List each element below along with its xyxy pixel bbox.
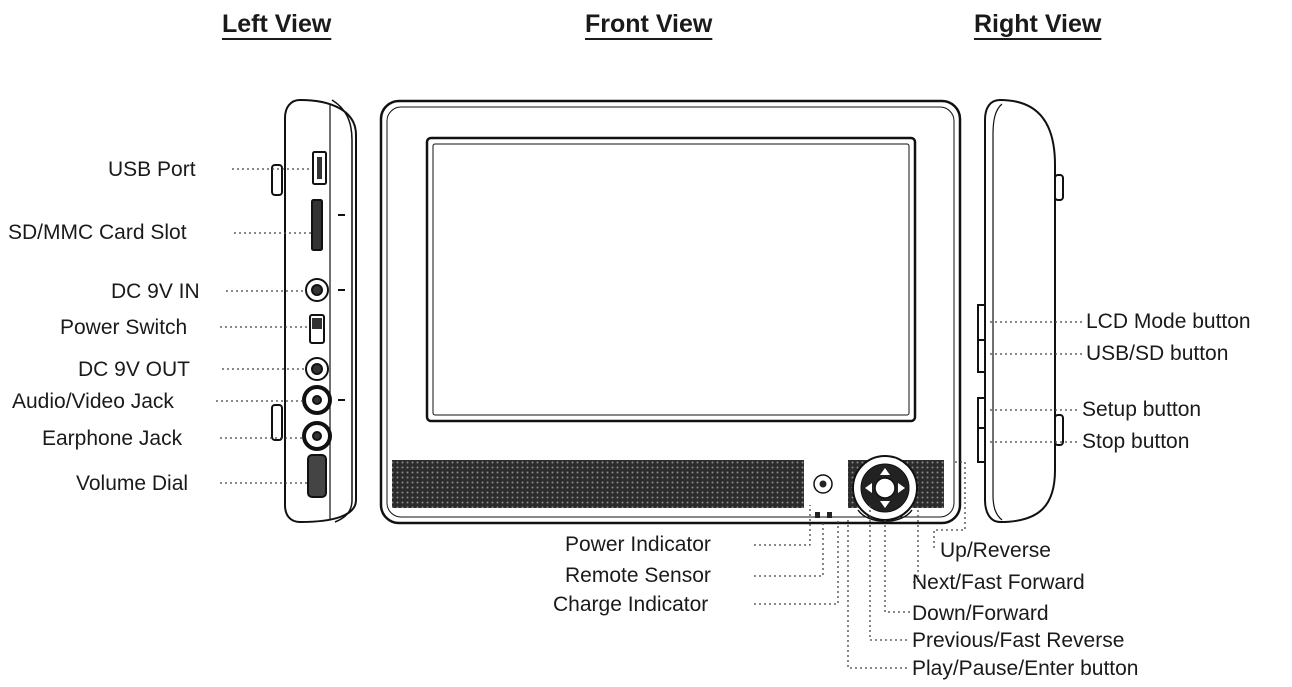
label-next-fast-forward: Next/Fast Forward <box>912 571 1085 594</box>
label-sd-mmc-card-slot: SD/MMC Card Slot <box>8 221 187 244</box>
label-down-forward: Down/Forward <box>912 602 1049 625</box>
label-power-indicator: Power Indicator <box>565 533 711 556</box>
front-view-title: Front View <box>585 10 713 38</box>
label-power-switch: Power Switch <box>60 316 188 339</box>
right-view-title: Right View <box>974 10 1102 38</box>
label-previous-fast-reverse: Previous/Fast Reverse <box>912 629 1125 652</box>
label-up-reverse: Up/Reverse <box>940 539 1051 562</box>
label-remote-sensor: Remote Sensor <box>565 564 711 587</box>
left-view-title: Left View <box>222 10 332 38</box>
label-usb-port: USB Port <box>108 158 196 181</box>
label-play-pause-enter-button: Play/Pause/Enter button <box>912 657 1139 680</box>
left-side-view <box>271 98 357 524</box>
label-charge-indicator: Charge Indicator <box>553 593 709 616</box>
label-dc-9v-in: DC 9V IN <box>111 280 200 303</box>
label-audio-video-jack: Audio/Video Jack <box>12 390 174 413</box>
label-volume-dial: Volume Dial <box>76 472 189 495</box>
right-side-view <box>977 98 1064 524</box>
label-lcd-mode-button: LCD Mode button <box>1086 310 1251 333</box>
label-dc-9v-out: DC 9V OUT <box>78 358 191 381</box>
label-setup-button: Setup button <box>1082 398 1202 421</box>
leader-lines <box>216 168 1082 669</box>
front-view <box>379 99 962 525</box>
label-earphone-jack: Earphone Jack <box>42 427 183 450</box>
label-stop-button: Stop button <box>1082 430 1190 453</box>
label-usb-sd-button: USB/SD button <box>1086 342 1229 365</box>
